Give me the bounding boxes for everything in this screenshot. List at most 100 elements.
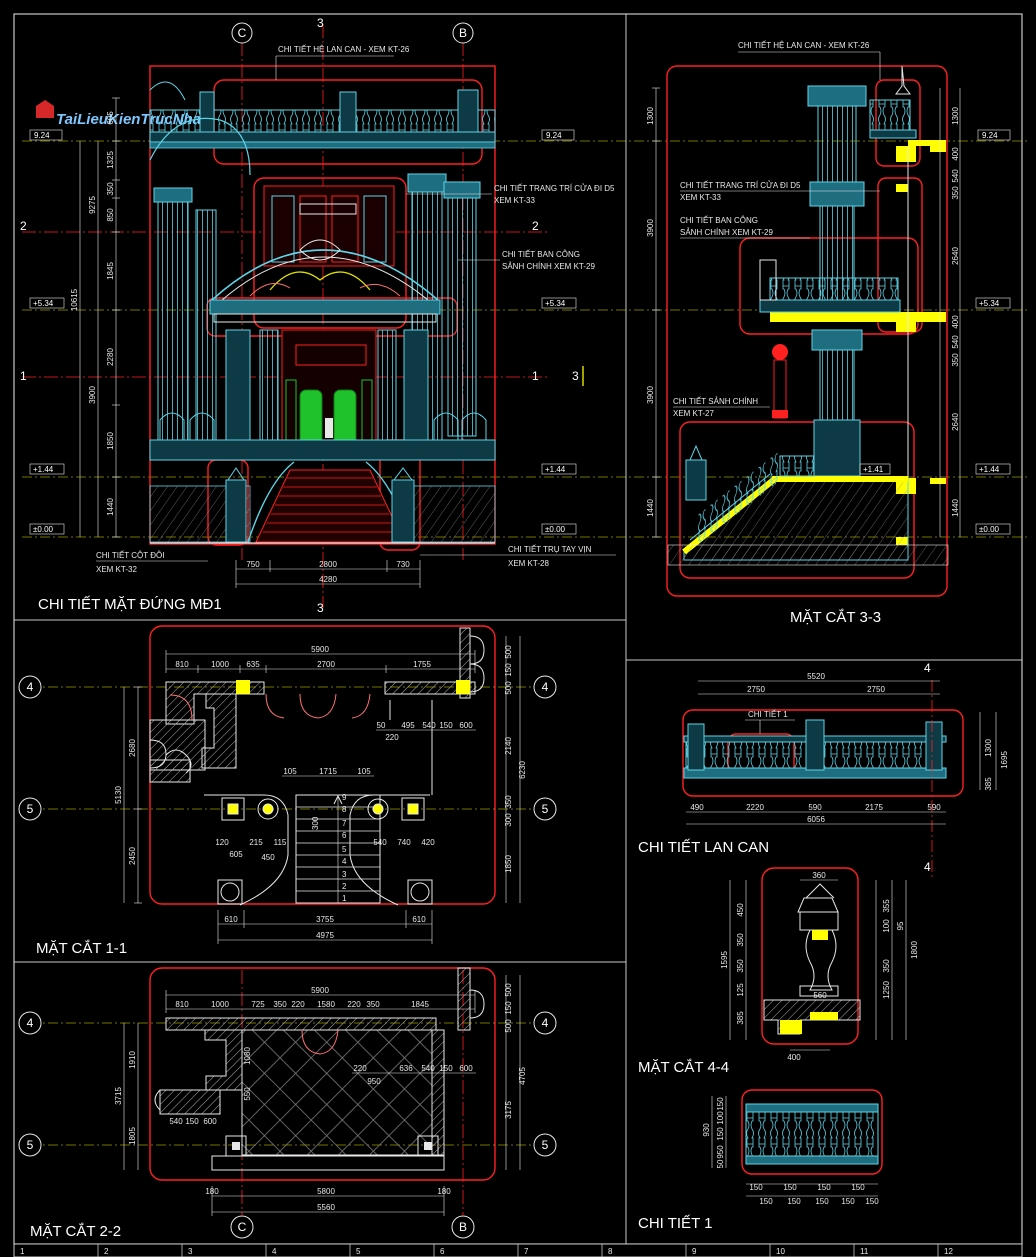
dim-s33-v-1: 1300 <box>646 107 655 125</box>
grid-5-left-s11: 5 <box>27 802 34 816</box>
dim-s11-top-2: 1000 <box>211 660 229 669</box>
dim-s11-top-5: 1755 <box>413 660 431 669</box>
dim-s22-top-3: 725 <box>251 1000 265 1009</box>
dim-rail-bottom-2: 2220 <box>746 803 764 812</box>
dim-s33-r-3: 540 <box>951 169 960 183</box>
dim-s33-r-1: 1300 <box>951 107 960 125</box>
dim-s11-inner-2: 1715 <box>319 767 337 776</box>
dim-s44-r-3: 95 <box>896 921 905 930</box>
dim-s11-bottom-2: 3755 <box>316 915 334 924</box>
step-8: 8 <box>342 805 347 814</box>
main-entrance-door <box>281 329 377 456</box>
dim-s11-left-2: 5130 <box>114 786 123 804</box>
dim-s44-l-1: 450 <box>736 903 745 917</box>
dim-s11-mid-6: 220 <box>385 733 399 742</box>
elevation-title: CHI TIẾT MẶT ĐỨNG MĐ1 <box>38 596 222 613</box>
note-s33-door-1: CHI TIẾT TRANG TRÍ CỬA ĐI D5 <box>680 180 801 190</box>
note-s33-balcony-2: SẢNH CHÍNH XEM KT-29 <box>680 228 773 237</box>
dim-d1-h-8: 150 <box>841 1197 855 1206</box>
dim-s22-small-4: 1080 <box>243 1047 252 1065</box>
dim-s44-mid: 560 <box>813 991 827 1000</box>
dim-rail-top-total: 5520 <box>807 672 825 681</box>
dim-s11-right-7: 300 <box>504 813 513 827</box>
level-markers-left: 9.24 +5.34 +1.44 ±0.00 <box>29 129 65 535</box>
dim-d1-h-7: 150 <box>815 1197 829 1206</box>
dim-s11-bottom-3: 610 <box>412 915 426 924</box>
dim-s33-r-2: 400 <box>951 147 960 161</box>
grid-label-3-top: 3 <box>317 16 324 30</box>
dim-s33-v-4: 1440 <box>646 499 655 517</box>
dim-s33-r-9: 2640 <box>951 413 960 431</box>
level-mid-mid: +5.34 <box>545 299 566 308</box>
section-44-view: 360 450 350 350 125 385 1595 355 100 95 … <box>638 867 919 1076</box>
dim-s11-right-3: 500 <box>504 681 513 695</box>
dim-s11-bottom-total: 4975 <box>316 931 334 940</box>
dim-s11-mid-1: 50 <box>377 721 386 730</box>
section-22-view: 4 4 5 5 C B <box>18 967 557 1240</box>
dim-s22-left-2: 3715 <box>114 1087 123 1105</box>
grid-5-left-s22: 5 <box>27 1138 34 1152</box>
elevation-outline <box>149 65 496 545</box>
dim-rail-top-2: 2750 <box>867 685 885 694</box>
grand-stairs <box>149 461 496 543</box>
dim-s22-top-8: 350 <box>366 1000 380 1009</box>
dim-rail-bottom-total: 6056 <box>807 815 825 824</box>
dim-s33-r-6: 400 <box>951 315 960 329</box>
dim-s11-right-4: 2140 <box>504 737 513 755</box>
elevation-annotations: CHI TIẾT HỆ LAN CAN - XEM KT-26 CHI TIẾT… <box>96 44 616 574</box>
dim-rail-bottom-1: 490 <box>690 803 704 812</box>
dim-elev-total-2: 10615 <box>70 288 79 311</box>
dim-s22-right-5: 3175 <box>504 1101 513 1119</box>
note-s33-door-2: XEM KT-33 <box>680 193 721 202</box>
title-block-cell: 4 <box>272 1247 277 1256</box>
dim-s11-inner-1: 105 <box>283 767 297 776</box>
level-ground-right: ±0.00 <box>979 525 1000 534</box>
section-44-outline <box>761 867 859 1045</box>
dim-s11-top-1: 810 <box>175 660 189 669</box>
step-3: 3 <box>342 870 347 879</box>
section-33-view: 1300 3900 3900 1440 1300 400 540 350 264… <box>646 40 1011 626</box>
dim-d1-h-4: 150 <box>851 1183 865 1192</box>
dim-d1-h-5: 150 <box>759 1197 773 1206</box>
dim-rail-v-2: 1695 <box>1000 751 1009 769</box>
dim-s11-small-5: 450 <box>261 853 275 862</box>
dim-s33-v-3: 3900 <box>646 386 655 404</box>
note-detail1-ref: CHI TIẾT 1 <box>748 709 788 719</box>
section-44-title: MẶT CẮT 4-4 <box>638 1058 729 1076</box>
dim-s22-mid-2: 636 <box>399 1064 413 1073</box>
elevation-vertical-dims <box>79 97 120 538</box>
note-double-col-2: XEM KT-32 <box>96 565 137 574</box>
dim-d1-h-2: 150 <box>783 1183 797 1192</box>
grid-4-left-s11: 4 <box>27 680 34 694</box>
step-width: 300 <box>311 816 320 830</box>
dim-d1-v-6: 50 <box>716 1159 725 1168</box>
level-markers-right: 9.24 +5.34 +1.44 ±0.00 +1.41 <box>859 129 1011 535</box>
dim-elev-v-1: 605 <box>106 111 115 125</box>
title-block-cell: 1 <box>20 1247 25 1256</box>
dim-s22-top-9: 1845 <box>411 1000 429 1009</box>
dim-s22-top-7: 220 <box>347 1000 361 1009</box>
dim-s11-bottom-1: 610 <box>224 915 238 924</box>
door-decor-callout-box <box>253 177 407 329</box>
title-block-cell: 12 <box>944 1247 953 1256</box>
note-s33-railing: CHI TIẾT HỆ LAN CAN - XEM KT-26 <box>738 40 870 50</box>
dim-s11-small-6: 540 <box>373 838 387 847</box>
dim-s11-small-2: 215 <box>249 838 263 847</box>
dim-s33-r-10: 1440 <box>951 499 960 517</box>
grid-4-right-s11: 4 <box>542 680 549 694</box>
grid-label-1-left: 1 <box>20 369 27 383</box>
dim-s11-small-1: 120 <box>215 838 229 847</box>
dim-s44-l-5: 385 <box>736 1011 745 1025</box>
dim-d1-v-2: 100 <box>716 1111 725 1125</box>
dim-s11-right-5: 6230 <box>518 761 527 779</box>
s11-top-dims <box>165 650 476 673</box>
dim-d1-h-3: 150 <box>817 1183 831 1192</box>
dim-elev-v-8: 1440 <box>106 498 115 516</box>
dim-s11-right-1: 500 <box>504 645 513 659</box>
title-block-cell: 9 <box>692 1247 697 1256</box>
dim-rail-bottom-5: 590 <box>927 803 941 812</box>
railing-detail-outline <box>682 709 964 797</box>
title-block-cell: 11 <box>860 1247 869 1256</box>
dim-s22-top-2: 1000 <box>211 1000 229 1009</box>
